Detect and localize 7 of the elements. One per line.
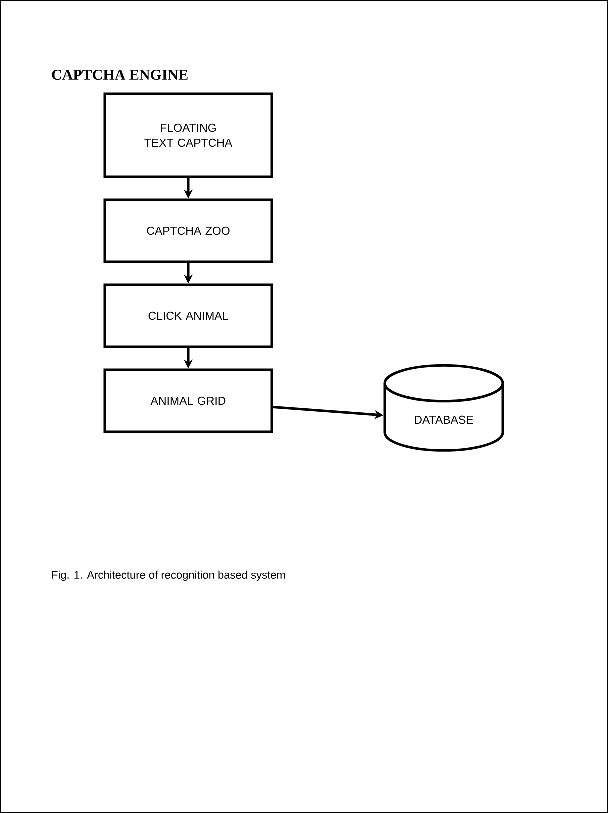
caption: Fig. 1. Architecture of recognition based system xyxy=(52,570,286,582)
database-cylinder: DATABASE xyxy=(384,364,504,452)
process-box: CAPTCHA ZOO xyxy=(104,198,274,264)
process-box: FLOATING TEXT CAPTCHA xyxy=(104,92,274,178)
title: CAPTCHA ENGINE xyxy=(52,70,188,80)
process-box: CLICK ANIMAL xyxy=(104,284,274,348)
process-box: ANIMAL GRID xyxy=(104,368,274,434)
